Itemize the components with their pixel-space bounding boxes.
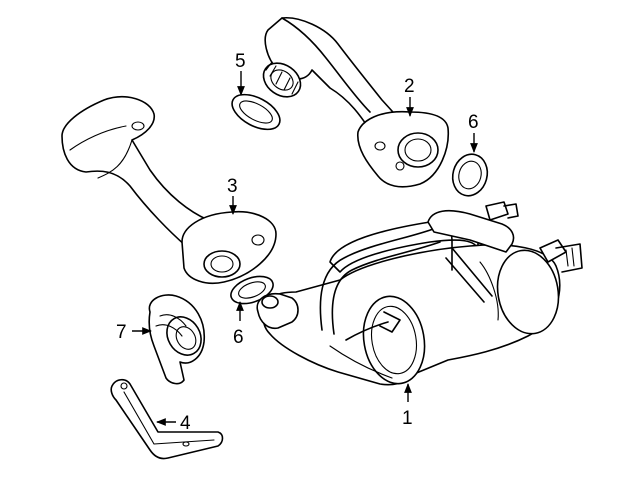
callout-4: 4 bbox=[180, 413, 191, 434]
callout-arrows bbox=[132, 71, 478, 426]
bracket-part bbox=[110, 378, 224, 460]
gasket-part-5 bbox=[231, 93, 281, 131]
callout-6-lower: 6 bbox=[233, 327, 244, 348]
upper-exhaust-pipe-part bbox=[262, 17, 450, 188]
callout-7: 7 bbox=[116, 322, 127, 343]
callout-3: 3 bbox=[227, 176, 238, 197]
left-exhaust-pipe-part bbox=[61, 96, 277, 284]
boot-seal-part bbox=[148, 294, 205, 385]
callout-5: 5 bbox=[235, 51, 246, 72]
muffler-assembly-part bbox=[256, 201, 583, 386]
callout-labels: 1 2 3 4 5 6 6 7 bbox=[116, 51, 479, 434]
callout-1: 1 bbox=[402, 408, 413, 429]
gasket-part-6-upper bbox=[451, 153, 489, 197]
callout-6-upper: 6 bbox=[468, 112, 479, 133]
callout-2: 2 bbox=[404, 76, 415, 97]
